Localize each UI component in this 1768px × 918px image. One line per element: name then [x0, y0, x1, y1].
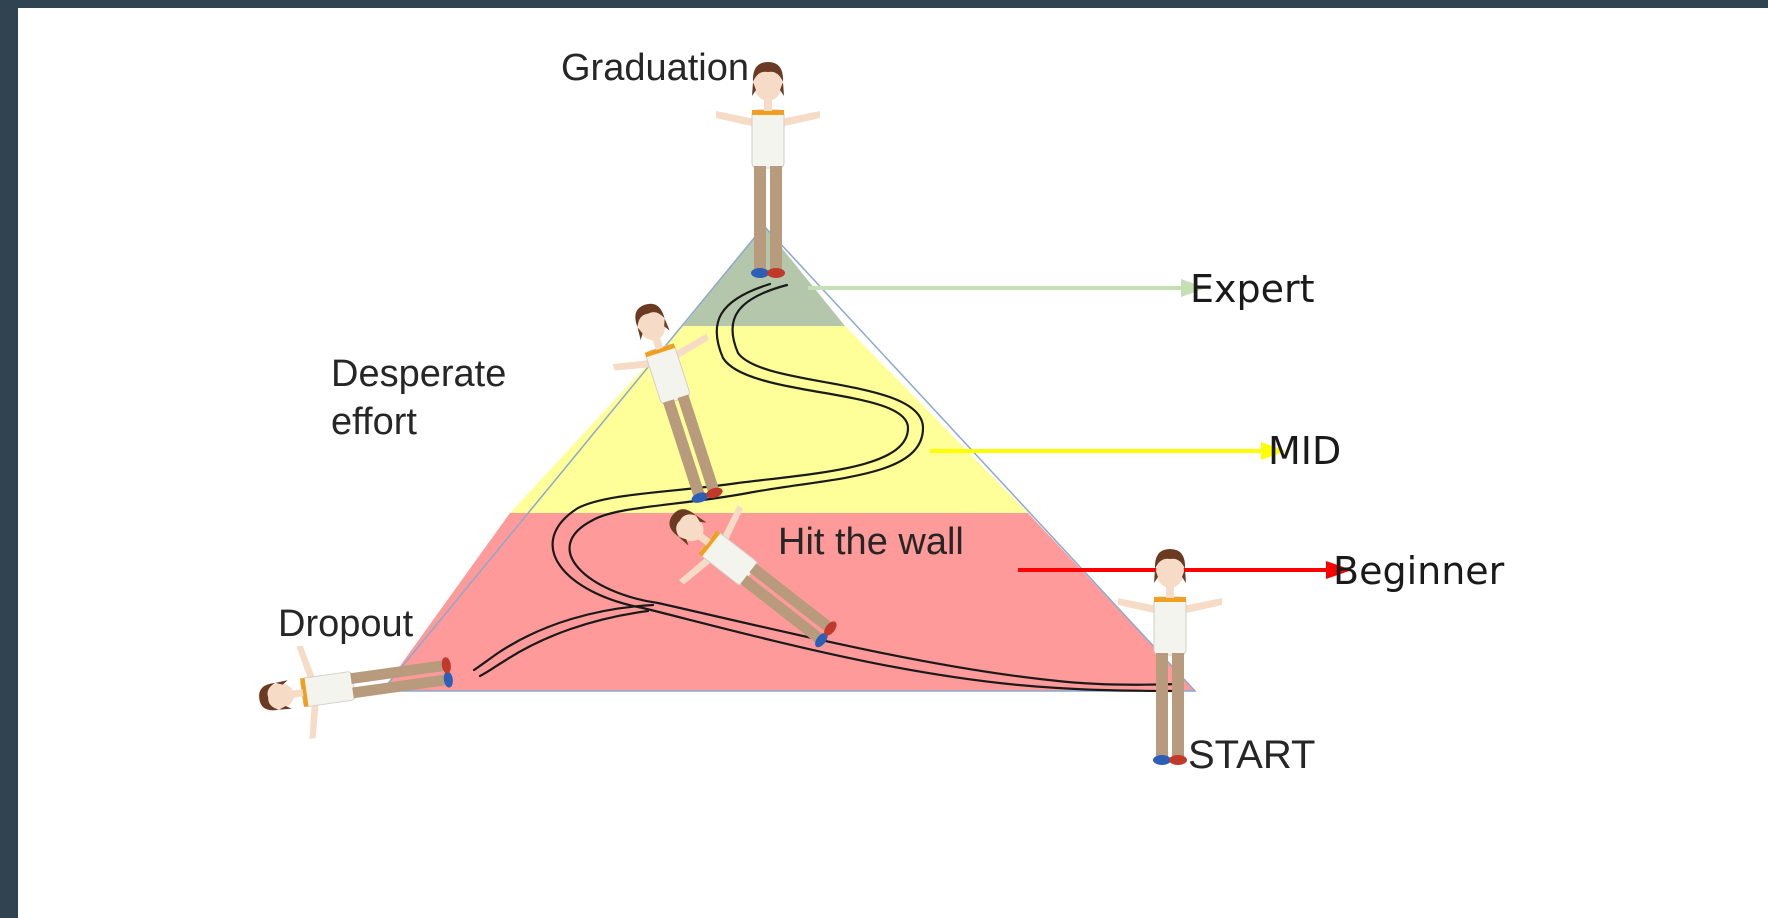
- winding-path: [472, 282, 1180, 693]
- hit-the-wall-label: Hit the wall: [778, 521, 964, 563]
- pyramid-diagram: Graduation Desperate effort Hit the wall…: [252, 47, 1505, 777]
- desperate-effort-label-line1: Desperate: [331, 353, 506, 395]
- desperate-effort-label-line2: effort: [331, 401, 417, 443]
- start-label: START: [1188, 733, 1315, 777]
- mid-label: MID: [1268, 429, 1341, 473]
- graduation-label: Graduation: [561, 47, 749, 89]
- mid-tier: [510, 326, 1028, 513]
- dropout-label: Dropout: [278, 603, 414, 645]
- pyramid-outline: [380, 224, 1197, 692]
- expert-label: Expert: [1190, 267, 1315, 311]
- expert-arrow: [808, 279, 1206, 297]
- mid-arrow: [930, 442, 1286, 460]
- slide: Graduation Desperate effort Hit the wall…: [18, 8, 1768, 918]
- beginner-label: Beginner: [1333, 549, 1505, 593]
